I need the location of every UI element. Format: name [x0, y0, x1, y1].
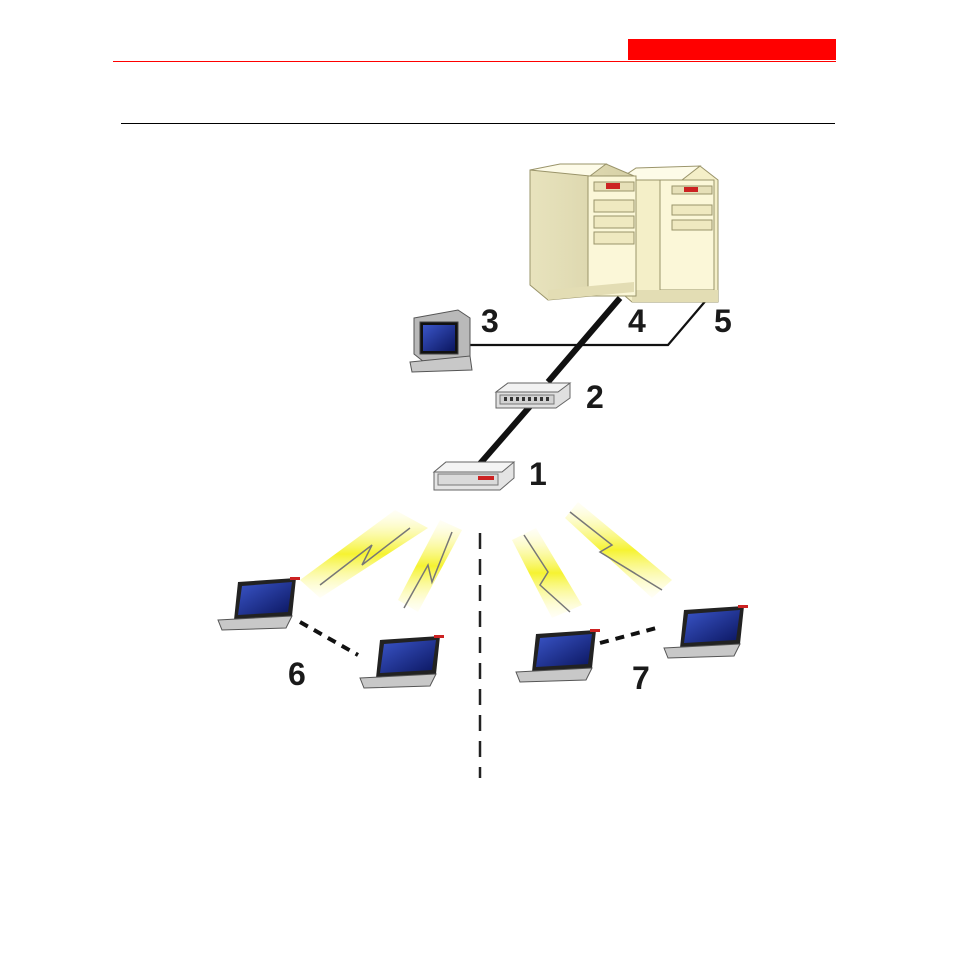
network-switch [496, 383, 570, 408]
wireless-access-point [434, 462, 514, 490]
server-4 [530, 164, 636, 300]
label-1: 1 [529, 456, 547, 492]
adhoc-link-right [600, 627, 660, 643]
label-2: 2 [586, 379, 604, 415]
label-7: 7 [632, 660, 650, 696]
laptop-a [218, 577, 300, 630]
beam-right-2 [565, 502, 672, 598]
cable-switch-to-access-point [478, 404, 532, 466]
label-6: 6 [288, 656, 306, 692]
laptop-c [516, 629, 600, 682]
adhoc-link-left [300, 622, 358, 655]
laptop-b [360, 635, 444, 688]
label-4: 4 [628, 303, 646, 339]
cable-server4-to-switch [548, 298, 620, 382]
beam-right-1 [512, 528, 582, 618]
laptop-d [664, 605, 748, 658]
wireless-beams [300, 502, 672, 618]
label-5: 5 [714, 303, 732, 339]
workstation-computer [410, 310, 472, 372]
label-3: 3 [481, 303, 499, 339]
